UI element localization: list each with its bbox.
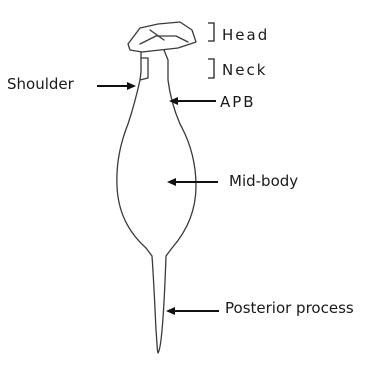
shoulder-arrow xyxy=(97,82,136,90)
head-bracket xyxy=(208,23,214,41)
body-outline xyxy=(117,50,196,353)
neck-label: Neck xyxy=(222,61,267,79)
mid-body-label: Mid-body xyxy=(229,172,298,190)
head-fold xyxy=(140,30,188,44)
organism-outline xyxy=(117,22,196,353)
shoulder-label: Shoulder xyxy=(7,75,75,93)
posterior-process-label: Posterior process xyxy=(225,299,354,317)
neck-bracket xyxy=(208,59,214,78)
mid-body-arrow xyxy=(167,178,218,186)
head-label: Head xyxy=(222,26,269,44)
apb-label: APB xyxy=(220,93,256,111)
apb-arrow xyxy=(169,97,216,105)
head-outline xyxy=(128,22,196,52)
posterior-process-arrow xyxy=(166,307,219,315)
